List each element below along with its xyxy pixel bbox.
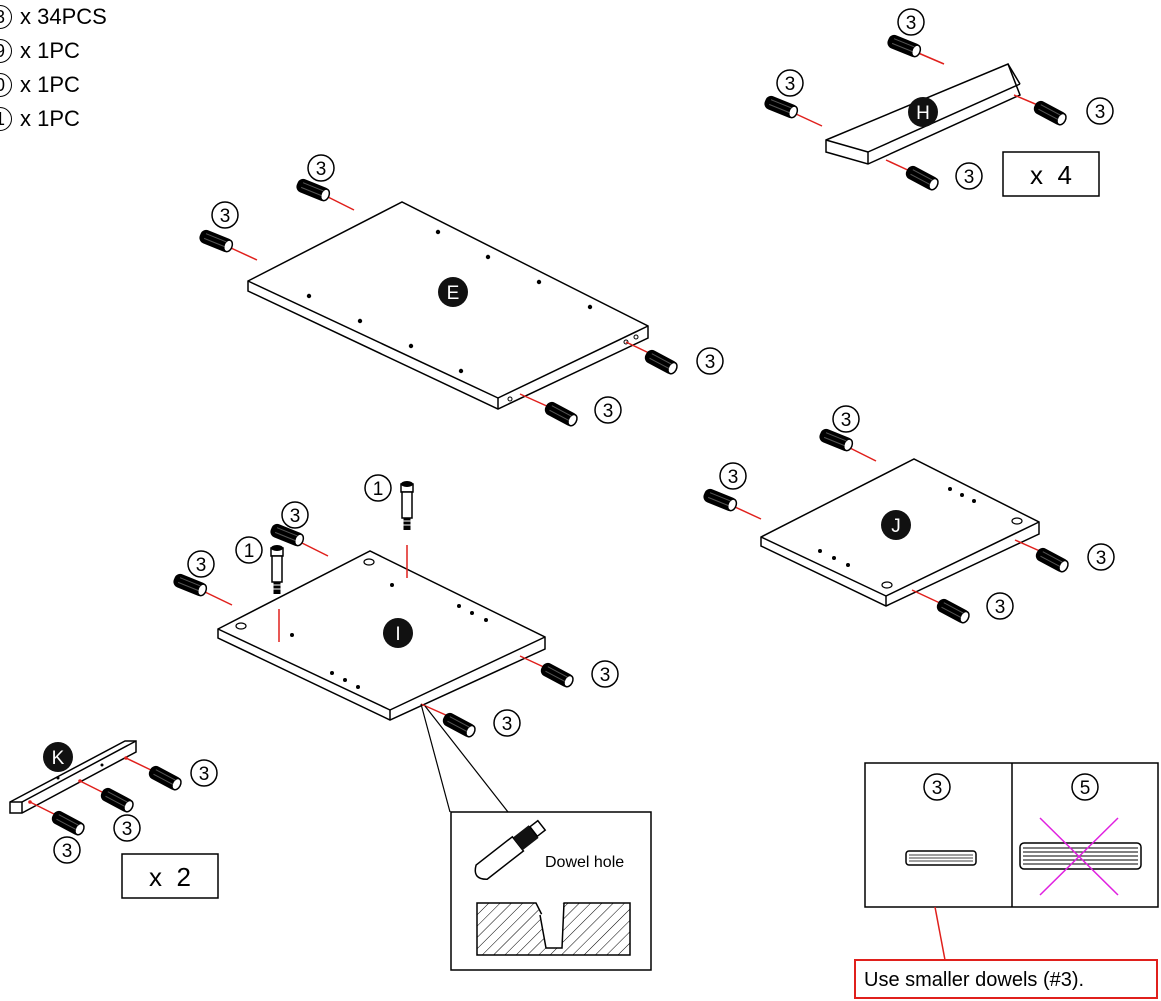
dowel-icon xyxy=(761,93,801,121)
panel-j-badge xyxy=(881,510,911,540)
quantity-box xyxy=(1002,151,1100,197)
panel-e-badge xyxy=(438,277,468,307)
quantity-label: x 2 xyxy=(149,862,191,892)
quantity-label: x 4 xyxy=(1030,160,1072,190)
dowel-number-label: 3 xyxy=(290,506,301,527)
dowel-number-label: 3 xyxy=(728,467,739,488)
parts-list: 3 x 34PCS 9 x 1PC 0 x 1PC 1 x 1PC xyxy=(0,0,107,136)
panel-h: H 3 3 3 3 x 4 xyxy=(761,8,1114,197)
panel-k: K 3 3 3 x 2 xyxy=(9,740,219,899)
dowel-number-label: 3 xyxy=(122,819,133,840)
note-box xyxy=(854,959,1158,999)
dowel-number-label: 3 xyxy=(705,352,716,373)
dowel-icon xyxy=(1032,545,1072,575)
dowel-number-label: 3 xyxy=(316,159,327,180)
dowel-icon xyxy=(541,399,581,429)
panel-e-letter: E xyxy=(447,283,460,304)
parts-list-row: 9 x 1PC xyxy=(0,34,107,68)
part-quantity: x 1PC xyxy=(20,38,80,63)
small-dowel-icon xyxy=(905,850,977,866)
panel-i-board xyxy=(217,550,546,721)
dowel-icon xyxy=(439,710,479,740)
dowel-number-label: 3 xyxy=(502,714,513,735)
parts-list-row: 3 x 34PCS xyxy=(0,0,107,34)
dowel-icon xyxy=(700,486,740,514)
dowel-icon xyxy=(537,660,577,690)
part-quantity: x 1PC xyxy=(20,72,80,97)
cam-pin-icon xyxy=(270,544,284,595)
dowel-number-label: 3 xyxy=(1096,548,1107,569)
dowel-number-label: 3 xyxy=(964,167,975,188)
cross-out-icon xyxy=(1039,817,1119,896)
dowel-number-label: 3 xyxy=(220,206,231,227)
dowel-icon xyxy=(933,596,973,626)
panel-h-letter: H xyxy=(916,103,930,124)
panel-h-badge xyxy=(908,97,938,127)
panel-i: I 1 1 3 3 3 3 xyxy=(170,474,619,813)
quantity-box xyxy=(121,853,219,899)
dowel-icon xyxy=(1030,98,1070,128)
dowel-number-label: 3 xyxy=(841,410,852,431)
ok-dowel-number: 3 xyxy=(932,778,943,799)
panel-j: J 3 3 3 3 xyxy=(700,405,1115,626)
panel-e: E 3 3 3 3 xyxy=(196,154,724,429)
cam-pin-number-label: 1 xyxy=(373,479,384,500)
dowel-number-label: 3 xyxy=(906,13,917,34)
dowel-hole-label: Dowel hole xyxy=(545,854,624,871)
dowel-icon xyxy=(145,763,185,793)
panel-k-letter: K xyxy=(52,748,65,769)
dowel-insert-icon xyxy=(474,819,547,881)
bad-dowel-number: 5 xyxy=(1080,778,1091,799)
parts-list-row: 0 x 1PC xyxy=(0,68,107,102)
parts-list-row: 1 x 1PC xyxy=(0,102,107,136)
dowel-icon xyxy=(293,176,333,204)
dowel-comparison: 3 5 xyxy=(864,762,1159,961)
note-text: Use smaller dowels (#3). xyxy=(864,969,1084,991)
dowel-number-label: 3 xyxy=(785,74,796,95)
dowel-number-label: 3 xyxy=(196,555,207,576)
note: Use smaller dowels (#3). xyxy=(854,959,1158,999)
dowel-number-label: 3 xyxy=(199,764,210,785)
dowel-number-label: 3 xyxy=(600,665,611,686)
part-quantity: x 34PCS xyxy=(20,4,107,29)
dowel-icon xyxy=(884,32,924,60)
dowel-icon xyxy=(97,785,137,815)
part-quantity: x 1PC xyxy=(20,106,80,131)
dowel-number-label: 3 xyxy=(603,401,614,422)
panel-k-badge xyxy=(43,742,73,772)
dowel-icon xyxy=(196,227,236,255)
dowel-icon xyxy=(641,347,681,377)
dowel-icon xyxy=(902,163,942,193)
cam-pin-number-label: 1 xyxy=(244,541,255,562)
dowel-icon xyxy=(48,808,88,838)
dowel-number-label: 3 xyxy=(62,841,73,862)
dowel-number-label: 3 xyxy=(1095,102,1106,123)
panel-i-badge xyxy=(383,618,413,648)
panel-k-board xyxy=(9,740,137,814)
dowel-number-label: 3 xyxy=(995,597,1006,618)
cam-pin-icon xyxy=(400,480,414,531)
dowel-hole-detail: Dowel hole xyxy=(450,811,652,971)
panel-i-letter: I xyxy=(395,624,400,645)
panel-j-letter: J xyxy=(891,516,901,537)
